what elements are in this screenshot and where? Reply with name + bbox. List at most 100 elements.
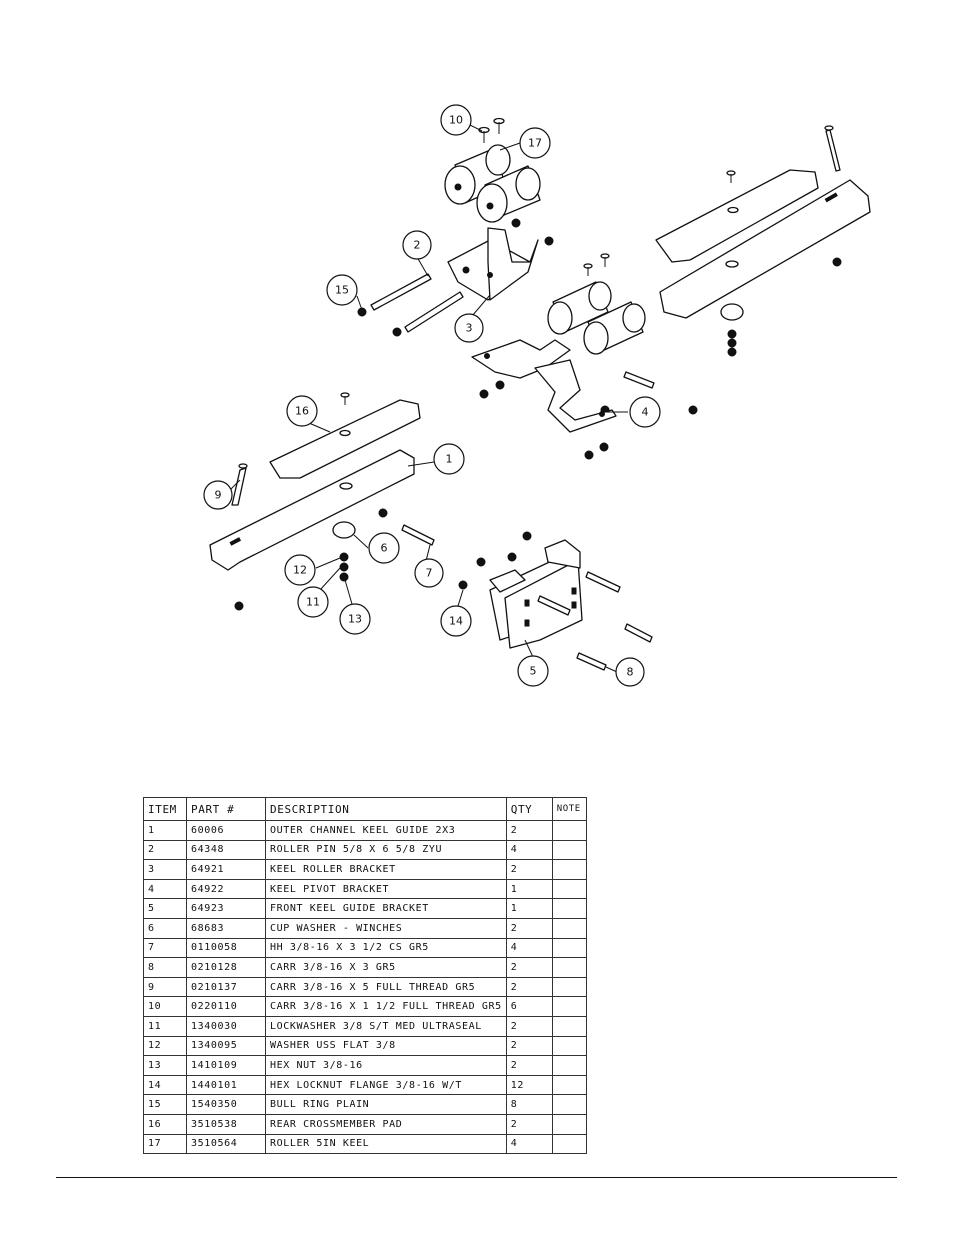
- keel-roller-bracket: [447, 227, 539, 301]
- cell-note: [551, 1074, 587, 1096]
- cell-note: [551, 1133, 587, 1155]
- cell-part-number: 1540350: [186, 1094, 266, 1115]
- cell-item: 15: [143, 1094, 187, 1115]
- callout-5: 5: [517, 655, 549, 687]
- cell-description: HH 3/8-16 X 3 1/2 CS GR5: [265, 937, 507, 959]
- callout-14: 14: [440, 605, 472, 637]
- cell-item: 17: [143, 1133, 187, 1155]
- header-item: ITEM: [143, 797, 187, 821]
- cell-item: 3: [143, 859, 187, 880]
- callout-7: 7: [414, 558, 444, 588]
- callout-16: 16: [286, 395, 318, 427]
- cell-note: [551, 917, 587, 939]
- hex-bolt-7-lower: [401, 524, 435, 546]
- cell-note: [551, 878, 587, 900]
- svg-text:11: 11: [306, 596, 320, 609]
- cell-note: [551, 859, 587, 880]
- svg-text:9: 9: [215, 489, 222, 502]
- cell-part-number: 3510538: [186, 1113, 266, 1135]
- svg-text:14: 14: [449, 615, 463, 628]
- cell-qty: 1: [505, 898, 553, 919]
- callout-9: 9: [203, 480, 233, 510]
- cell-qty: 2: [505, 1035, 553, 1057]
- leader-lines: [229, 124, 628, 673]
- cell-description: CARR 3/8-16 X 1 1/2 FULL THREAD GR5: [265, 996, 507, 1017]
- svg-text:13: 13: [348, 613, 362, 626]
- svg-text:6: 6: [381, 542, 388, 555]
- cell-description: CUP WASHER - WINCHES: [265, 917, 507, 939]
- cell-qty: 8: [505, 1094, 553, 1115]
- svg-text:3: 3: [466, 322, 473, 335]
- header-description: DESCRIPTION: [265, 797, 507, 821]
- svg-text:5: 5: [530, 665, 537, 678]
- cell-description: REAR CROSSMEMBER PAD: [265, 1113, 507, 1135]
- header-qty: QTY: [505, 797, 553, 821]
- cell-qty: 1: [505, 878, 553, 900]
- cell-qty: 2: [505, 1015, 553, 1037]
- exploded-parts-diagram: 1 2 3 4 5 6 7 8 9 10 11 12 13 14 15 16 1…: [203, 104, 871, 687]
- cell-item: 14: [143, 1074, 187, 1096]
- locknuts: [234, 218, 842, 611]
- carriage-bolts-top: [478, 117, 505, 143]
- cell-note: [551, 839, 587, 861]
- cell-note: [551, 820, 587, 841]
- cell-part-number: 68683: [186, 917, 266, 939]
- cell-note: [551, 1035, 587, 1057]
- cell-qty: 6: [505, 996, 553, 1017]
- cell-description: KEEL ROLLER BRACKET: [265, 859, 507, 880]
- cell-item: 4: [143, 878, 187, 900]
- callout-6: 6: [368, 532, 400, 564]
- hex-bolt-7-upper: [623, 371, 655, 389]
- cell-item: 12: [143, 1035, 187, 1057]
- cell-item: 6: [143, 917, 187, 939]
- cell-qty: 2: [505, 917, 553, 939]
- callout-4: 4: [629, 396, 661, 428]
- callout-3: 3: [454, 313, 484, 343]
- header-note: NOTE: [551, 797, 587, 821]
- callout-13: 13: [339, 603, 371, 635]
- front-keel-guide-bracket: [489, 539, 653, 671]
- cell-note: [551, 1094, 587, 1115]
- cell-description: FRONT KEEL GUIDE BRACKET: [265, 898, 507, 919]
- cell-description: LOCKWASHER 3/8 S/T MED ULTRASEAL: [265, 1015, 507, 1037]
- outer-channel-left: [209, 392, 421, 582]
- cell-qty: 12: [505, 1074, 553, 1096]
- cell-item: 10: [143, 996, 187, 1017]
- cell-note: [551, 1055, 587, 1076]
- cell-part-number: 1340095: [186, 1035, 266, 1057]
- cell-note: [551, 996, 587, 1017]
- cell-note: [551, 937, 587, 959]
- cell-note: [551, 976, 587, 998]
- cell-item: 9: [143, 976, 187, 998]
- callout-11: 11: [297, 586, 329, 618]
- cell-item: 5: [143, 898, 187, 919]
- footer-rule: [56, 1177, 897, 1178]
- cell-description: CARR 3/8-16 X 3 GR5: [265, 957, 507, 978]
- roller-pair-top: [444, 144, 541, 223]
- cell-part-number: 64922: [186, 878, 266, 900]
- cell-part-number: 1340030: [186, 1015, 266, 1037]
- cell-part-number: 0220110: [186, 996, 266, 1017]
- svg-text:15: 15: [335, 284, 349, 297]
- callout-1: 1: [433, 443, 465, 475]
- cell-qty: 4: [505, 937, 553, 959]
- callout-2: 2: [402, 230, 432, 260]
- svg-text:4: 4: [642, 406, 649, 419]
- svg-text:8: 8: [627, 666, 634, 679]
- svg-text:17: 17: [528, 137, 542, 150]
- cell-qty: 2: [505, 820, 553, 841]
- header-part-number: PART #: [186, 797, 266, 821]
- outer-channel-right: [655, 125, 871, 357]
